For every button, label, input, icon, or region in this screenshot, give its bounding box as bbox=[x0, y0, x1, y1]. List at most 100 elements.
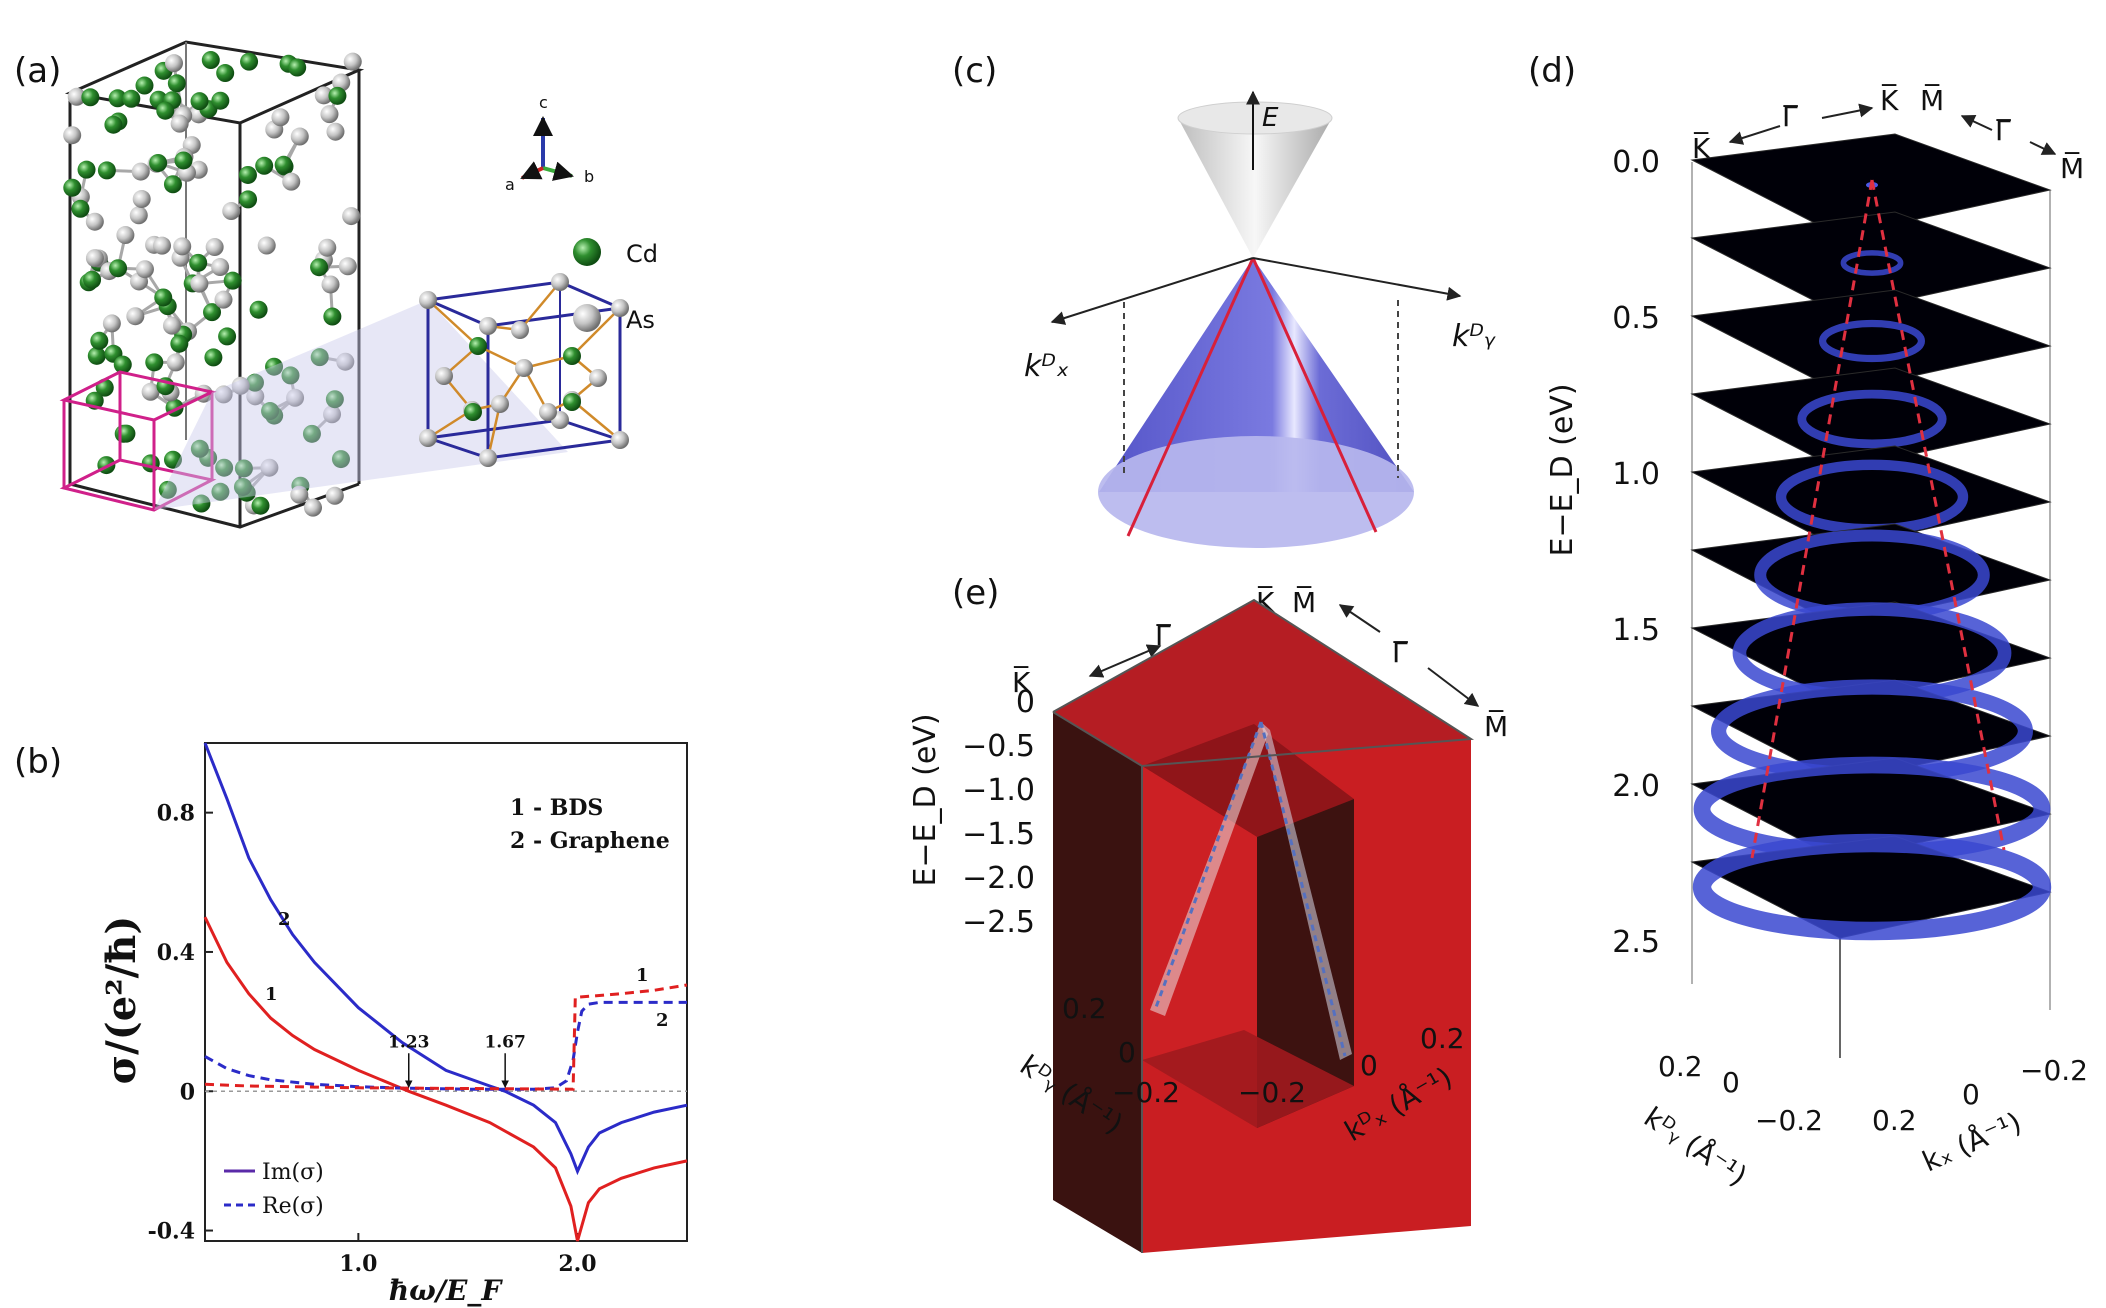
as-atom bbox=[260, 458, 279, 477]
cd-atom bbox=[302, 424, 321, 443]
cd-atom bbox=[204, 348, 223, 367]
cd-atom bbox=[203, 303, 222, 322]
as-atom bbox=[85, 212, 104, 231]
e-energy-tick: −1.0 bbox=[962, 773, 1035, 808]
cd-atom bbox=[240, 52, 259, 71]
cd-atom bbox=[149, 153, 168, 172]
cd-atom bbox=[77, 160, 96, 179]
d-top-gamma2: Γ̅ bbox=[1995, 114, 2012, 147]
e-energy-tick: 0 bbox=[1016, 685, 1035, 720]
d-top-gamma1: Γ̅ bbox=[1782, 100, 1799, 133]
d-energy-tick: 2.0 bbox=[1612, 769, 1660, 804]
zoom-cell bbox=[419, 273, 629, 467]
cd-atom bbox=[113, 355, 132, 374]
as-atom bbox=[479, 449, 497, 467]
d-top-m2: M̅ bbox=[2060, 151, 2084, 185]
panel-c: (c) E kᴰₓ kᴰᵧ bbox=[952, 51, 1496, 548]
as-atom bbox=[290, 127, 309, 146]
zoom-projection bbox=[154, 300, 568, 510]
series-line bbox=[204, 983, 688, 1091]
as-atom bbox=[479, 317, 497, 335]
cd-atom bbox=[122, 89, 141, 108]
d-energy-tick: 1.5 bbox=[1612, 613, 1660, 648]
cd-atom bbox=[211, 91, 230, 110]
legend-bds: 1 - BDS bbox=[510, 795, 603, 821]
as-atom bbox=[173, 237, 192, 256]
as-atom bbox=[132, 190, 151, 209]
as-atom bbox=[419, 429, 437, 447]
legend-lines: Im(σ) Re(σ) bbox=[224, 1160, 324, 1219]
as-atom bbox=[539, 403, 557, 421]
cd-atom bbox=[190, 439, 209, 458]
as-atom bbox=[190, 274, 209, 293]
as-atom bbox=[336, 352, 355, 371]
as-atom bbox=[271, 108, 290, 127]
cd-atom bbox=[71, 199, 90, 218]
series-line bbox=[203, 916, 688, 1242]
energy-slice bbox=[1690, 289, 2052, 393]
as-atom bbox=[342, 207, 361, 226]
as-atom bbox=[141, 382, 160, 401]
legend-graphene: 2 - Graphene bbox=[510, 828, 670, 854]
cd-atom-icon bbox=[573, 238, 601, 266]
cd-atom bbox=[261, 402, 280, 421]
as-atom bbox=[338, 257, 357, 276]
cd-atom bbox=[281, 366, 300, 385]
cd-atom bbox=[251, 496, 270, 515]
as-atom bbox=[214, 290, 233, 309]
d-ky-tick-2: −0.2 bbox=[1755, 1104, 1823, 1137]
d-top-labels: K̅ Γ̅ K̅ M̅ Γ̅ M̅ bbox=[1692, 83, 2084, 185]
panel-a-label: (a) bbox=[14, 51, 61, 91]
axis-c-label: c bbox=[539, 93, 548, 112]
d-energy-tick: 2.5 bbox=[1612, 925, 1660, 960]
e-kx-tick-0: −0.2 bbox=[1238, 1076, 1306, 1109]
curve-label-graphene-re: 2 bbox=[656, 1010, 669, 1031]
y-tick-label: 0.4 bbox=[157, 940, 195, 966]
as-atom bbox=[85, 249, 104, 268]
as-atom bbox=[321, 275, 340, 294]
cd-atom bbox=[192, 494, 211, 513]
panel-e-label: (e) bbox=[952, 573, 999, 613]
cd-atom bbox=[167, 74, 186, 93]
panel-b-label: (b) bbox=[14, 742, 62, 782]
as-atom bbox=[135, 260, 154, 279]
as-atom bbox=[170, 114, 189, 133]
cd-atom bbox=[158, 480, 177, 499]
as-atom bbox=[165, 54, 184, 73]
d-kx-tick-1: 0 bbox=[1962, 1078, 1980, 1111]
cube-top-face bbox=[1053, 600, 1471, 766]
e-ky-tick-1: 0 bbox=[1118, 1036, 1136, 1069]
as-atom-icon bbox=[573, 304, 601, 332]
cd-atom bbox=[563, 347, 581, 365]
cd-atom bbox=[117, 424, 136, 443]
x-axis-label: ħω/E_F bbox=[389, 1274, 504, 1307]
cd-atom bbox=[141, 454, 160, 473]
plot-frame bbox=[204, 742, 688, 1242]
cd-atom bbox=[238, 165, 257, 184]
cd-atom bbox=[211, 482, 230, 501]
as-atom bbox=[205, 238, 224, 257]
cec-ring bbox=[1692, 833, 2052, 941]
cd-atom bbox=[233, 477, 252, 496]
cd-atom bbox=[135, 76, 154, 95]
cd-atom bbox=[104, 115, 123, 134]
cd-atom bbox=[331, 450, 350, 469]
e-energy-ticks: 0−0.5−1.0−1.5−2.0−2.5 bbox=[962, 685, 1035, 940]
as-atom bbox=[102, 314, 121, 333]
axis-a-label: a bbox=[505, 175, 515, 194]
axis-ky-arrow bbox=[1252, 257, 1462, 301]
curve-label-bds-re: 1 bbox=[636, 965, 649, 986]
dispersion-line-y bbox=[1251, 257, 1378, 533]
as-atom bbox=[126, 307, 145, 326]
curve-label-graphene-im: 2 bbox=[278, 909, 291, 930]
as-atom bbox=[491, 395, 509, 413]
cd-atom bbox=[234, 459, 253, 478]
annotation-label: 1.23 bbox=[388, 1032, 429, 1052]
as-atom bbox=[314, 86, 333, 105]
lower-cone-base bbox=[1098, 436, 1414, 548]
legend-as-label: As bbox=[626, 306, 655, 334]
e-energy-tick: −0.5 bbox=[962, 729, 1035, 764]
legend-im: Im(σ) bbox=[262, 1160, 324, 1185]
axis-kx-arrow bbox=[1050, 257, 1254, 325]
cd-atom bbox=[170, 334, 189, 353]
